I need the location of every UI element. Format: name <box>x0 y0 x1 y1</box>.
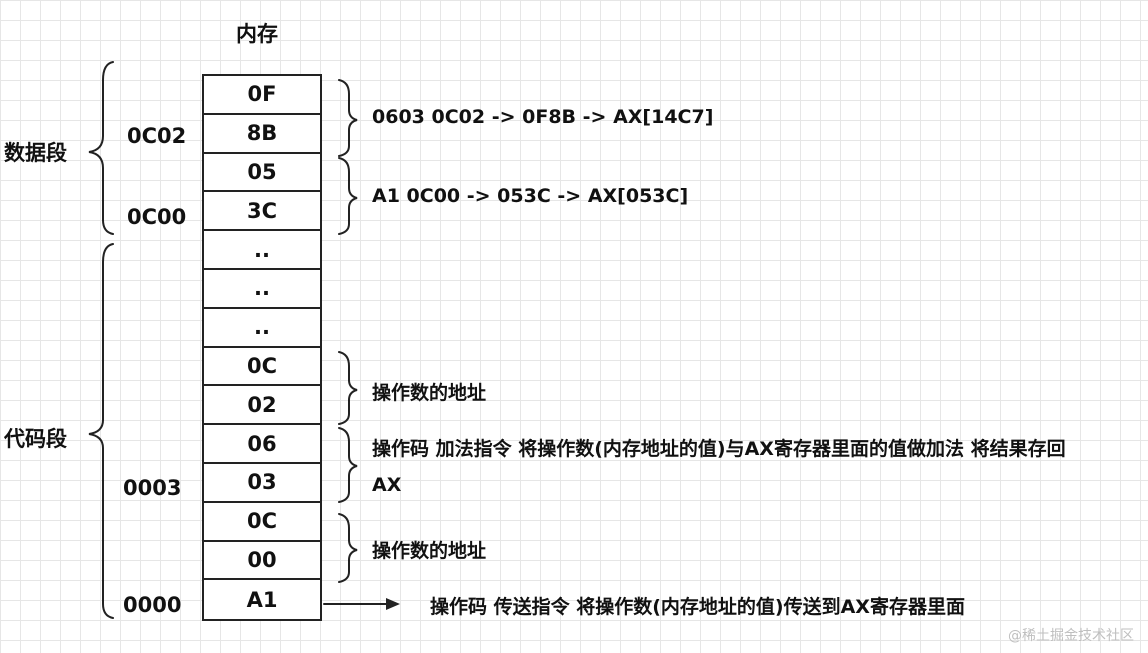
memory-cell: 0C <box>204 348 320 387</box>
note-operand-address: 操作数的地址 <box>372 382 487 404</box>
memory-cell: 05 <box>204 154 320 193</box>
note-instruction-2: A1 0C00 -> 053C -> AX[053C] <box>372 185 689 207</box>
note-instruction-1: 0603 0C02 -> 0F8B -> AX[14C7] <box>372 106 714 128</box>
left-brace <box>88 61 114 235</box>
right-brace <box>338 79 358 157</box>
left-brace <box>88 243 114 619</box>
watermark: @稀土掘金技术社区 <box>1008 628 1134 644</box>
memory-cell: .. <box>204 270 320 309</box>
arrow-head <box>386 598 400 610</box>
memory-cell: A1 <box>246 587 278 612</box>
address-label: 0C02 <box>127 124 187 148</box>
memory-cell: 8B <box>204 115 320 154</box>
memory-cell: 02 <box>204 386 320 426</box>
memory-cell: 0F <box>204 76 320 115</box>
memory-cell: .. <box>204 231 320 270</box>
right-brace <box>338 157 358 235</box>
code-segment-label: 代码段 <box>4 427 67 451</box>
note-operand-address: 操作数的地址 <box>372 540 487 562</box>
right-brace <box>338 513 358 583</box>
memory-column: 0F 8B 05 3C .. .. .. 0C 02 06 03 0C 00 A… <box>202 74 322 622</box>
address-label: 0003 <box>123 476 182 500</box>
memory-cell: 03 <box>204 464 320 503</box>
note-add-opcode: 操作码 加法指令 将操作数(内存地址的值)与AX寄存器里面的值做加法 将结果存回… <box>372 438 1066 496</box>
right-brace <box>338 351 358 425</box>
memory-cell: .. <box>204 309 320 348</box>
memory-cell: 06 <box>204 425 320 464</box>
note-mov-opcode: 操作码 传送指令 将操作数(内存地址的值)传送到AX寄存器里面 <box>430 596 965 618</box>
address-label: 0C00 <box>127 205 187 229</box>
memory-cell: 00 <box>204 542 320 581</box>
right-brace <box>338 427 358 503</box>
address-label: 0000 <box>123 593 182 617</box>
memory-cell: 3C <box>204 192 320 232</box>
memory-cell: 0C <box>204 503 320 542</box>
data-segment-label: 数据段 <box>4 141 67 165</box>
memory-title: 内存 <box>236 22 278 46</box>
